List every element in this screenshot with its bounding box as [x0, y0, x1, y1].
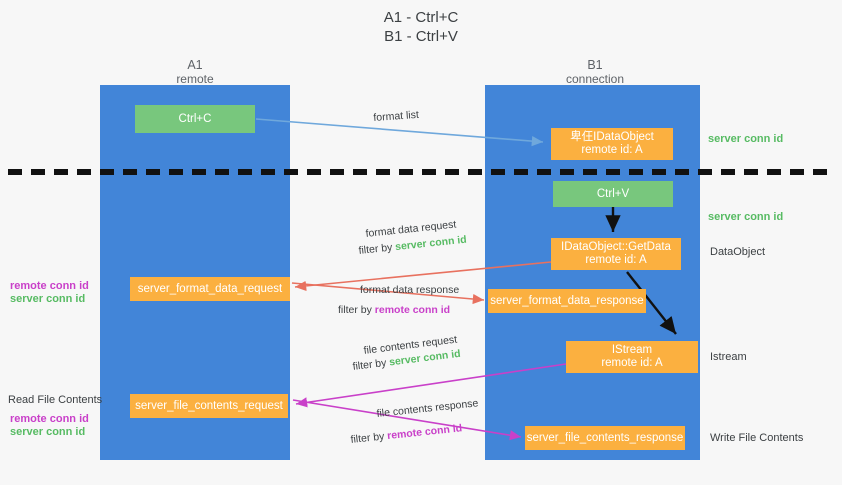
- node-ctrl-c-label: Ctrl+C: [178, 112, 212, 125]
- left-label-remote-conn-id-1: remote conn id: [10, 280, 89, 292]
- filter-prefix: filter by: [352, 356, 390, 373]
- right-label-dataobject: DataObject: [710, 246, 766, 258]
- left-label-remote-conn-id-2: remote conn id: [10, 413, 89, 425]
- node-server-format-data-response-label: server_format_data_response: [490, 294, 644, 307]
- node-istream-label: IStream: [611, 344, 653, 356]
- lane-b1-name: B1: [587, 58, 603, 72]
- filter-value-remote-conn-id: remote conn id: [386, 422, 463, 443]
- node-idataobject-copy-label: 卑仼IDataObject: [570, 131, 654, 143]
- node-idataobject-copy-sublabel: remote id: A: [581, 144, 643, 156]
- lane-header-a1: A1 remote: [110, 58, 280, 86]
- edge-label-file-contents-response-filter: filter by remote conn id: [350, 422, 463, 447]
- node-idataobject-copy[interactable]: 卑仼IDataObject remote id: A: [551, 128, 673, 160]
- filter-prefix: filter by: [338, 304, 375, 316]
- edge-label-format-data-response: format data response: [360, 284, 460, 296]
- filter-prefix: filter by: [358, 241, 396, 257]
- node-server-format-data-request-label: server_format_data_request: [137, 282, 283, 295]
- filter-value-remote-conn-id: remote conn id: [374, 304, 451, 316]
- title-line-2: B1 - Ctrl+V: [384, 28, 458, 45]
- edge-label-file-contents-response: file contents response: [376, 397, 479, 420]
- lane-header-b1: B1 connection: [510, 58, 680, 86]
- edge-label-format-list: format list: [373, 108, 420, 124]
- node-idataobject-getdata-sublabel: remote id: A: [585, 254, 647, 266]
- lane-b1-subtitle: connection: [565, 72, 625, 86]
- node-ctrl-c[interactable]: Ctrl+C: [135, 105, 255, 133]
- node-server-file-contents-response[interactable]: server_file_contents_response: [525, 426, 685, 450]
- title-line-1: A1 - Ctrl+C: [383, 9, 459, 26]
- node-server-file-contents-request[interactable]: server_file_contents_request: [130, 394, 288, 418]
- node-ctrl-v[interactable]: Ctrl+V: [553, 181, 673, 207]
- node-idataobject-getdata-label: IDataObject::GetData: [561, 241, 671, 253]
- edge-label-format-data-response-filter: filter by remote conn id: [338, 304, 450, 317]
- node-server-file-contents-response-label: server_file_contents_response: [526, 431, 684, 444]
- filter-prefix: filter by: [350, 430, 388, 446]
- node-server-format-data-response[interactable]: server_format_data_response: [488, 289, 646, 313]
- right-label-server-conn-id-top: server conn id: [708, 133, 784, 145]
- left-label-server-conn-id-2: server conn id: [10, 426, 86, 438]
- node-server-format-data-request[interactable]: server_format_data_request: [130, 277, 290, 301]
- node-server-file-contents-request-label: server_file_contents_request: [135, 399, 283, 412]
- right-label-server-conn-id-mid: server conn id: [708, 211, 784, 223]
- left-label-server-conn-id-1: server conn id: [10, 293, 86, 305]
- lane-a1-name: A1: [187, 58, 203, 72]
- node-istream-sublabel: remote id: A: [601, 357, 663, 369]
- lane-a1-subtitle: remote: [176, 72, 214, 86]
- node-ctrl-v-label: Ctrl+V: [596, 187, 630, 200]
- node-istream[interactable]: IStream remote id: A: [566, 341, 698, 373]
- right-label-write-file-contents: Write File Contents: [710, 432, 804, 444]
- node-idataobject-getdata[interactable]: IDataObject::GetData remote id: A: [551, 238, 681, 270]
- right-label-istream: Istream: [710, 351, 747, 363]
- left-label-read-file-contents: Read File Contents: [8, 394, 103, 406]
- page-title: A1 - Ctrl+C B1 - Ctrl+V: [0, 8, 842, 46]
